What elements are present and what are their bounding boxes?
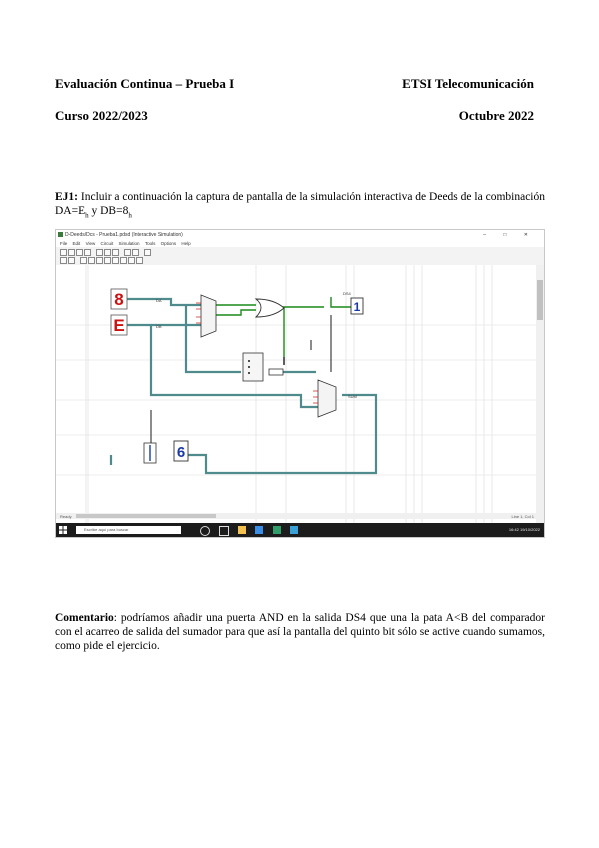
gate-or-icon[interactable] <box>88 257 95 264</box>
menu-simulation[interactable]: Simulation <box>118 241 140 246</box>
zoom-icon[interactable] <box>144 249 151 256</box>
label-icon[interactable] <box>136 257 143 264</box>
bus-wires <box>109 297 378 475</box>
circuit-canvas[interactable]: 8 E DA DB 1 DS4 <box>56 265 538 523</box>
menu-bar: File Edit View Circuit Simulation Tools … <box>56 240 544 247</box>
store-icon[interactable] <box>255 526 264 534</box>
exercise-label: EJ1: <box>55 191 78 203</box>
comparator-block <box>242 352 284 382</box>
wire-label-ds4: DS4 <box>343 291 352 296</box>
bottom-display-digit: 6 <box>177 444 185 461</box>
exercise-statement: EJ1: Incluir a continuación la captura d… <box>55 190 545 222</box>
menu-tools[interactable]: Tools <box>144 241 156 246</box>
paste-icon[interactable] <box>112 249 119 256</box>
windows-taskbar: Escribe aquí para buscar 16:42 19/10/202… <box>56 523 544 537</box>
exercise-text-2: y DB=8 <box>88 205 129 217</box>
vscroll-thumb[interactable] <box>537 280 543 320</box>
course-title: Evaluación Continua – Prueba I <box>55 76 235 91</box>
window-titlebar: D-Deeds/Dcs - Prueba1.pdsd (Interactive … <box>56 230 544 240</box>
bottom-display: 6 <box>173 440 189 462</box>
menu-view[interactable]: View <box>85 241 96 246</box>
output-display: 1 DS4 <box>343 291 364 315</box>
exercise-text-1: Incluir a continuación la captura de pan… <box>55 191 545 217</box>
adder-block <box>196 294 217 338</box>
comment-paragraph: Comentario: podríamos añadir una puerta … <box>55 611 545 653</box>
or-gate <box>254 298 285 318</box>
undo-icon[interactable] <box>124 249 131 256</box>
thin-wires <box>150 315 332 445</box>
hscrollbar[interactable] <box>56 513 538 519</box>
menu-help[interactable]: Help <box>181 241 191 246</box>
comment-text: : podríamos añadir una puerta AND en la … <box>55 612 545 652</box>
gate-not-icon[interactable] <box>96 257 103 264</box>
bottom-switch <box>143 442 157 464</box>
output-display-digit: 1 <box>354 300 361 314</box>
exercise-sub-1: h <box>85 211 89 220</box>
toolbar <box>56 247 544 266</box>
taskbar-clock: 16:42 19/10/2022 <box>508 527 540 532</box>
gate-and-icon[interactable] <box>80 257 87 264</box>
display-icon[interactable] <box>128 257 135 264</box>
file-explorer-icon[interactable] <box>238 526 247 534</box>
taskbar-apps <box>196 523 302 537</box>
simulation-screenshot: D-Deeds/Dcs - Prueba1.pdsd (Interactive … <box>55 229 545 538</box>
redo-icon[interactable] <box>132 249 139 256</box>
cut-icon[interactable] <box>96 249 103 256</box>
exercise-sub-2: h <box>128 211 132 220</box>
deeds-app-icon[interactable] <box>272 526 281 534</box>
adder2-block: SUM <box>313 379 357 418</box>
cortana-icon[interactable] <box>200 526 210 536</box>
save-icon[interactable] <box>76 249 83 256</box>
input-icon[interactable] <box>112 257 119 264</box>
output-icon[interactable] <box>120 257 127 264</box>
display-da: 8 <box>110 288 128 310</box>
wire-label-db: DB <box>156 324 162 329</box>
wire-label-da: DA <box>156 298 162 303</box>
menu-circuit[interactable]: Circuit <box>100 241 114 246</box>
signal-wires <box>216 297 351 365</box>
wire-icon[interactable] <box>104 257 111 264</box>
status-text: Ready <box>60 514 72 519</box>
hscroll-thumb[interactable] <box>76 514 216 518</box>
vscrollbar[interactable] <box>536 265 544 523</box>
canvas-grid <box>56 265 538 523</box>
display-db: E <box>110 314 128 336</box>
status-bar: Ready Line 1, Col 1 <box>56 513 544 521</box>
open-icon[interactable] <box>68 249 75 256</box>
school-name: ETSI Telecomunicación <box>402 76 534 91</box>
task-view-icon[interactable] <box>219 526 230 536</box>
taskbar-search-input[interactable]: Escribe aquí para buscar <box>76 526 181 534</box>
wire-label-sum: SUM <box>348 394 357 399</box>
run-icon[interactable] <box>60 257 67 264</box>
menu-file[interactable]: File <box>60 241 68 246</box>
window-controls[interactable]: – □ ✕ <box>483 232 536 238</box>
print-icon[interactable] <box>84 249 91 256</box>
display-da-digit: 8 <box>114 290 123 309</box>
academic-year: Curso 2022/2023 <box>55 108 148 123</box>
comment-label: Comentario <box>55 612 114 624</box>
browser-icon[interactable] <box>289 526 298 534</box>
display-db-digit: E <box>113 316 124 335</box>
menu-edit[interactable]: Edit <box>72 241 81 246</box>
copy-icon[interactable] <box>104 249 111 256</box>
windows-start-icon[interactable] <box>59 526 67 534</box>
exam-date: Octubre 2022 <box>458 108 534 123</box>
stop-icon[interactable] <box>68 257 75 264</box>
menu-options[interactable]: Options <box>160 241 177 246</box>
window-title: D-Deeds/Dcs - Prueba1.pdsd (Interactive … <box>65 232 183 238</box>
new-icon[interactable] <box>60 249 67 256</box>
app-icon <box>58 232 63 237</box>
status-position: Line 1, Col 1 <box>511 514 534 519</box>
